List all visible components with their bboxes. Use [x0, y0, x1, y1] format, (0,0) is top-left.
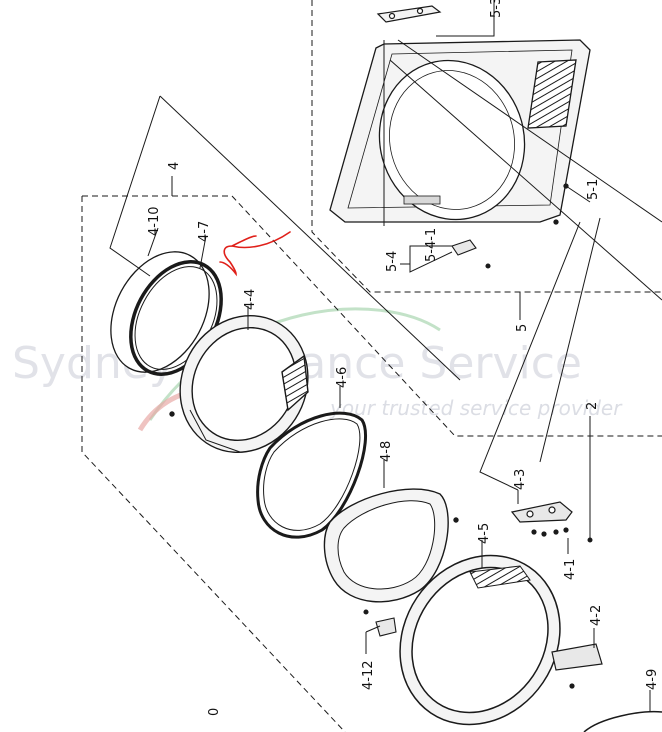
boundary-group-5	[311, 0, 662, 293]
label-4-6: 4-6	[335, 367, 350, 388]
label-4-8: 4-8	[379, 441, 394, 462]
frame-vent-grille	[527, 59, 577, 129]
label-5: 5	[515, 324, 530, 332]
label-4-10: 4-10	[147, 206, 162, 236]
label-5-1: 5-1	[586, 179, 601, 200]
red-annotation-arrow	[219, 231, 291, 277]
boundary-group-4-top	[82, 195, 662, 437]
label-2: 2	[585, 402, 600, 410]
label-4-12: 4-12	[361, 660, 376, 690]
label-4: 4	[167, 162, 182, 170]
boundary-group-4	[81, 196, 346, 732]
part-4-4-door-frame	[169, 314, 309, 454]
part-labels: 5-3 5-1 5-4 5-4-1 5 4 4-10 4-7 4-4 4-6 4…	[147, 0, 660, 716]
part-4-9-disc	[583, 710, 662, 732]
part-4-3-hinge	[510, 501, 573, 537]
part-5-3-top-bracket	[376, 5, 442, 23]
label-5-4: 5-4	[385, 251, 400, 272]
part-4-2-latch	[551, 643, 603, 689]
frame-inner-edge	[347, 49, 573, 209]
label-4-7: 4-7	[197, 221, 212, 242]
label-4-9: 4-9	[645, 669, 660, 690]
label-5-3: 5-3	[489, 0, 504, 18]
label-4-3: 4-3	[513, 469, 528, 490]
part-4-12-clip	[363, 609, 397, 637]
frame-door-opening-inner	[389, 70, 515, 210]
part-4-5-door-rim	[399, 554, 561, 726]
leader-lines	[109, 0, 662, 712]
watermark-tagline-text: your trusted service provider	[329, 396, 623, 420]
label-4-4: 4-4	[243, 289, 258, 310]
group-boundaries	[81, 0, 662, 732]
label-4-1: 4-1	[563, 559, 578, 580]
label-4-5: 4-5	[477, 523, 492, 544]
label-5-4-1: 5-4-1	[424, 228, 439, 262]
part-4-8-inner-door	[323, 488, 459, 603]
door-frame-handle-grille	[281, 354, 309, 412]
part-5-4-door-switch	[451, 239, 491, 269]
part-5-1-front-frame	[329, 39, 591, 225]
label-0: 0	[207, 708, 222, 716]
frame-lower-slot	[403, 195, 441, 205]
label-4-2: 4-2	[589, 605, 604, 626]
watermark: Sydney Appliance Service your trusted se…	[12, 307, 623, 432]
